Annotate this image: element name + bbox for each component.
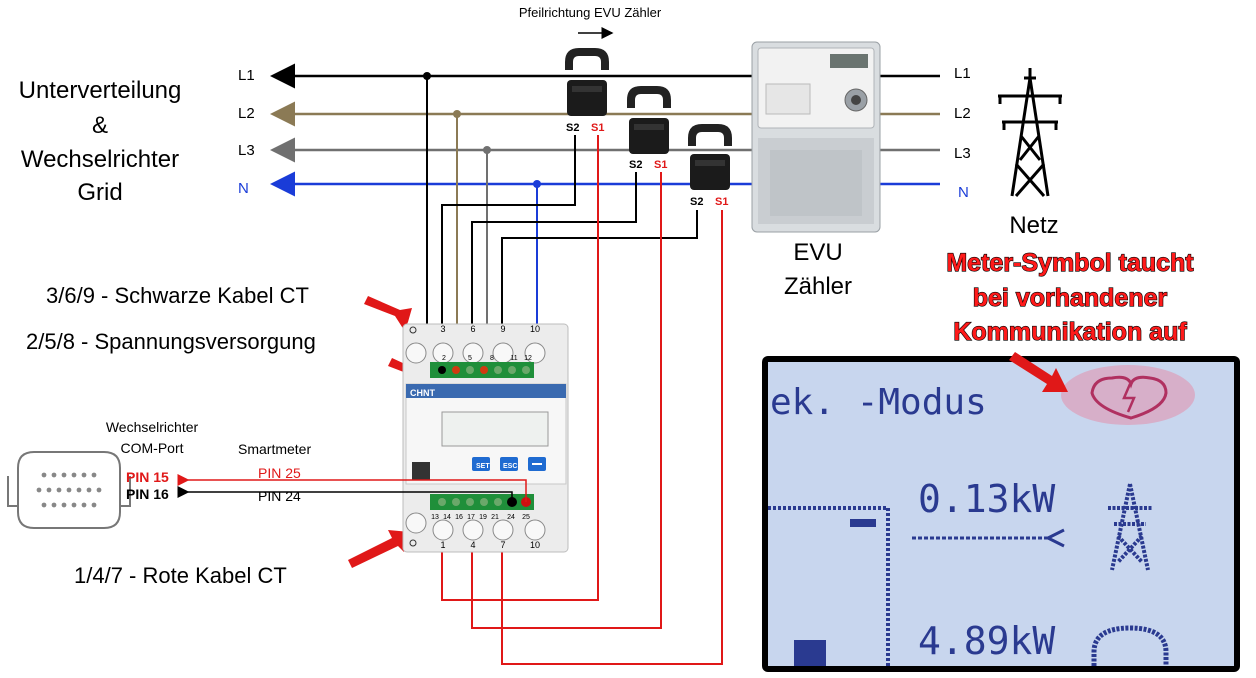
phase-label-right-l3: L3 <box>954 145 971 162</box>
lcd-value-2: 4.89kW <box>918 619 1055 663</box>
lcd-mode-text: ek. -Modus <box>770 382 987 423</box>
tap-dot-l1 <box>423 72 431 80</box>
pin25-label: PIN 25 <box>258 465 301 481</box>
phase-label-right-l1: L1 <box>954 65 971 82</box>
phase-label-left-l1: L1 <box>238 67 255 84</box>
arrow-callout <box>1009 352 1068 392</box>
left-block-line1: Unterverteilung <box>19 77 182 104</box>
inverter-lcd-display <box>762 356 1240 672</box>
terminal-small-24: 24 <box>507 514 515 521</box>
tap-dot-l2 <box>453 110 461 118</box>
ct-clamp-2 <box>627 86 671 154</box>
left-block-line4: Grid <box>77 179 122 206</box>
terminal-bottom-4: 4 <box>470 540 475 550</box>
terminal-small-16: 16 <box>455 514 463 521</box>
annotation-supply: 2/5/8 - Spannungsversorgung <box>26 329 316 354</box>
phase-label-right-l2: L2 <box>954 105 971 122</box>
terminal-small-11: 11 <box>510 355 517 362</box>
smartmeter-brand: CHNT <box>410 388 435 398</box>
arrow-black-ct <box>364 296 412 330</box>
direction-label: Pfeilrichtung EVU Zähler <box>519 5 662 20</box>
tap-dot-n <box>533 180 541 188</box>
phase-label-left-n: N <box>238 180 249 197</box>
callout-line1: Meter-Symbol taucht <box>946 249 1194 277</box>
ct1-s1-wire <box>441 135 599 601</box>
left-block-line3: Wechselrichter <box>21 146 179 173</box>
ct2-s1-label: S1 <box>654 159 667 171</box>
phase-label-left-l3: L3 <box>238 142 255 159</box>
terminal-small-21: 21 <box>491 514 499 521</box>
ct-clamp-1 <box>565 48 609 116</box>
ct3-s2-wire <box>501 210 698 332</box>
terminal-top-6: 6 <box>470 324 475 334</box>
smartmeter-title: Smartmeter <box>238 441 311 457</box>
arrow-red-ct <box>348 530 410 568</box>
ct1-s2-wire <box>441 135 576 332</box>
annotation-red-ct: 1/4/7 - Rote Kabel CT <box>74 563 287 588</box>
left-block-label: Unterverteilung & Wechselrichter Grid <box>19 77 182 206</box>
phase-label-right-n: N <box>958 184 969 201</box>
callout-line3: Kommunikation auf <box>953 318 1187 346</box>
lcd-value-1: 0.13kW <box>918 477 1055 521</box>
comm-wire-pin25 <box>177 474 527 502</box>
terminal-top-3: 3 <box>440 324 445 334</box>
ct2-s2-wire <box>471 172 637 332</box>
ct3-s1-wire <box>501 210 723 665</box>
inverter-title-line1: Wechselrichter <box>106 419 199 435</box>
evu-label-line2: Zähler <box>784 273 852 300</box>
ct2-s1-wire <box>471 172 662 629</box>
ct2-s2-label: S2 <box>629 159 642 171</box>
terminal-small-19: 19 <box>479 514 487 521</box>
terminal-small-5: 5 <box>468 355 472 362</box>
pin16-label: PIN 16 <box>126 486 169 502</box>
terminal-bottom-1: 1 <box>440 540 445 550</box>
annotation-black-ct: 3/6/9 - Schwarze Kabel CT <box>46 283 309 308</box>
terminal-small-14: 14 <box>443 514 451 521</box>
inverter-com-port-icon <box>7 451 131 529</box>
terminal-bottom-7: 7 <box>500 540 505 550</box>
terminal-top-10: 10 <box>530 324 540 334</box>
ct-clamp-3 <box>688 124 732 190</box>
meter-button-set: SET <box>476 463 490 470</box>
ct3-s1-label: S1 <box>715 196 728 208</box>
evu-meter <box>751 41 881 233</box>
terminal-top-9: 9 <box>500 324 505 334</box>
ct1-s1-label: S1 <box>591 122 604 134</box>
terminal-small-2: 2 <box>442 355 446 362</box>
phase-label-left-l2: L2 <box>238 105 255 122</box>
tap-dot-l3 <box>483 146 491 154</box>
callout-line2: bei vorhandener <box>973 284 1168 312</box>
ct1-s2-label: S2 <box>566 122 579 134</box>
left-block-line2: & <box>92 112 108 139</box>
terminal-small-12: 12 <box>524 355 532 362</box>
pin24-label: PIN 24 <box>258 488 301 504</box>
terminal-bottom-10: 10 <box>530 540 540 550</box>
terminal-small-25: 25 <box>522 514 530 521</box>
netz-label: Netz <box>1009 212 1058 239</box>
terminal-small-8: 8 <box>490 355 494 362</box>
meter-button-esc: ESC <box>503 463 517 470</box>
ct3-s2-label: S2 <box>690 196 703 208</box>
inverter-title-line2: COM-Port <box>121 440 184 456</box>
grid-pylon-icon <box>998 68 1062 197</box>
terminal-small-13: 13 <box>431 514 439 521</box>
callout-text: Meter-Symbol taucht bei vorhandener Komm… <box>946 248 1195 346</box>
evu-label-line1: EVU <box>793 239 842 266</box>
pin15-label: PIN 15 <box>126 469 169 485</box>
terminal-small-17: 17 <box>467 514 475 521</box>
comm-wire-pin24 <box>177 486 513 502</box>
